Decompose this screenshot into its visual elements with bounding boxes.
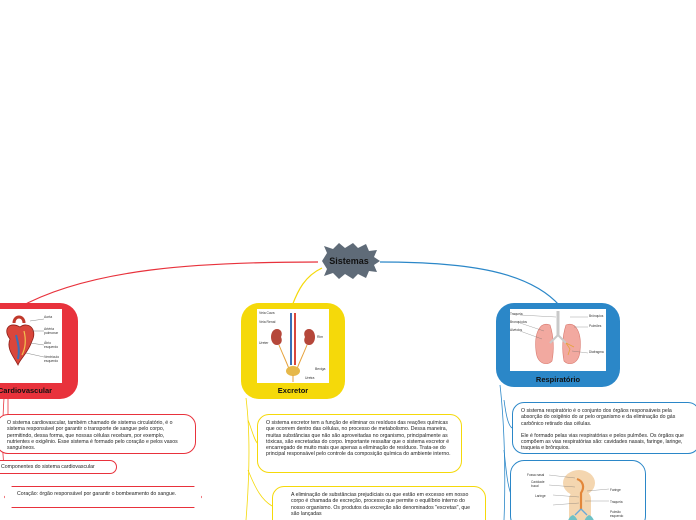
link-cardiovascular (17, 261, 319, 309)
excretor-note-excretion-text: A eliminação de substâncias prejudiciais… (291, 492, 471, 517)
link-respiratorio-notes (499, 384, 506, 520)
kidneys-label-ureter: Ureter (259, 341, 269, 345)
respiratorio-image-card[interactable]: Fossa nasal Cavidade bucal Laringe Farin… (510, 460, 646, 520)
heart-label-aorta: Aorta (44, 315, 53, 319)
lungs-label-bronchioles: Bronquíolos (510, 320, 528, 324)
respiratorio-description-p1: O sistema respiratório é o conjunto dos … (521, 408, 676, 427)
kidneys-label-renal-vein: Veia Renal (259, 320, 276, 324)
central-topic-shape (322, 243, 380, 279)
kidneys-label-urethra: Uretra (305, 376, 315, 380)
cardiovascular-description-text: O sistema cardiovascular, também chamado… (7, 420, 178, 452)
central-topic-label: Sistemas (329, 256, 369, 266)
topic-cardiovascular-label: Cardiovascular (0, 386, 53, 395)
cardiovascular-component-heart[interactable]: Coração: órgão responsável por garantir … (4, 486, 202, 508)
link-excretor-notes (245, 397, 250, 520)
airways-label-oral-cavity: Cavidade bucal (531, 480, 545, 488)
link-respiratorio (379, 261, 561, 307)
excretor-description[interactable]: O sistema excretor tem a função de elimi… (257, 414, 462, 473)
cardiovascular-description[interactable]: O sistema cardiovascular, também chamado… (0, 414, 196, 454)
topic-excretor[interactable]: Veia Cava Veia Renal Ureter Rim Bexiga U… (241, 303, 345, 399)
airways-image: Fossa nasal Cavidade bucal Laringe Farin… (523, 469, 635, 520)
lungs-label-diaphragm: Diafragma (589, 350, 604, 354)
kidneys-label-bladder: Bexiga (315, 367, 326, 371)
kidneys-image: Veia Cava Veia Renal Ureter Rim Bexiga U… (257, 309, 329, 383)
kidneys-label-vena-cava: Veia Cava (259, 311, 275, 315)
link-excretor-note2 (247, 469, 273, 507)
airways-label-nasal-fossa: Fossa nasal (527, 473, 545, 477)
excretor-note-excretion[interactable]: A eliminação de substâncias prejudiciais… (272, 486, 486, 520)
central-topic[interactable]: Sistemas (318, 243, 380, 279)
airways-label-larynx: Laringe (535, 494, 546, 498)
excretor-description-text: O sistema excretor tem a função de elimi… (266, 420, 451, 458)
topic-respiratorio-label: Respiratório (535, 375, 581, 384)
cardiovascular-components[interactable]: Componentes do sistema cardiovascular (0, 460, 117, 474)
topic-respiratorio[interactable]: Traqueia Bronquíolos Alvéolos Brônquios … (496, 303, 620, 387)
kidneys-label-kidney: Rim (317, 335, 324, 339)
airways-label-pharynx: Faringe (610, 488, 621, 492)
link-excretor (291, 267, 323, 307)
lungs-label-alveoli: Alvéolos (510, 328, 523, 332)
topic-cardiovascular[interactable]: Aorta Artéria pulmonar Átrio esquerdo Ve… (0, 303, 78, 399)
respiratorio-description-p2: Ele é formado pelas vias respiratórias e… (521, 432, 684, 452)
heart-image: Aorta Artéria pulmonar Átrio esquerdo Ve… (0, 309, 62, 383)
respiratorio-description[interactable]: O sistema respiratório é o conjunto dos … (512, 402, 696, 454)
lungs-image: Traqueia Bronquíolos Alvéolos Brônquios … (510, 309, 606, 371)
heart-label-left-ventricle: Ventrículo esquerdo (44, 355, 60, 363)
lungs-label-trachea: Traqueia (510, 312, 523, 316)
link-respiratorio-note1 (503, 399, 513, 429)
airways-label-left-lung: Pulmão esquerdo (610, 510, 624, 518)
cardiovascular-component-heart-text: Coração: órgão responsável por garantir … (17, 491, 177, 497)
lungs-label-lungs: Pulmões (589, 324, 602, 328)
topic-excretor-label: Excretor (277, 386, 309, 395)
heart-label-left-atrium: Átrio esquerdo (44, 341, 59, 349)
lungs-label-bronchi: Brônquios (589, 314, 604, 318)
cardiovascular-components-title: Componentes do sistema cardiovascular (1, 464, 95, 470)
heart-label-pulmonary-artery: Artéria pulmonar (44, 327, 59, 335)
airways-label-trachea: Traqueia (610, 500, 623, 504)
